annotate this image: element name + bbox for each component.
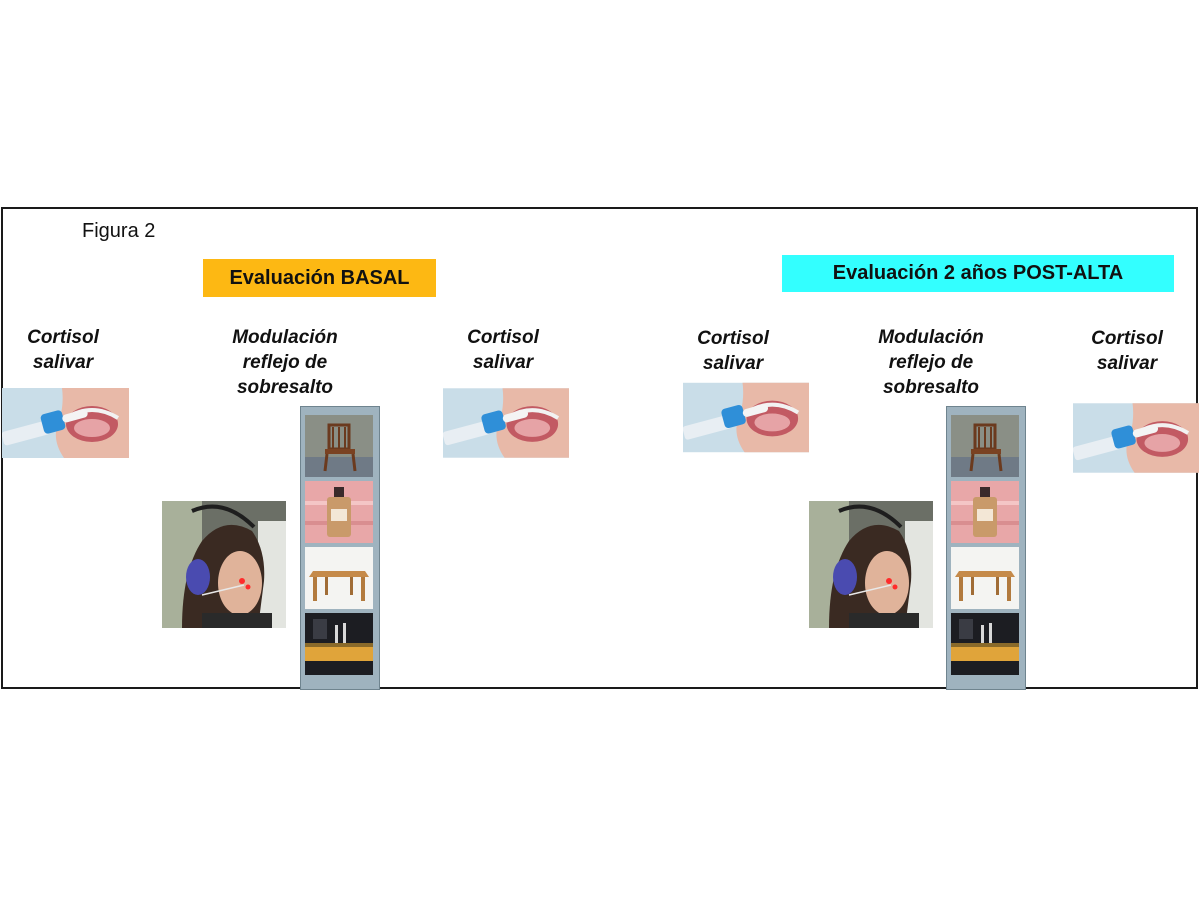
stimulus-strip [946, 406, 1026, 690]
table-image [951, 547, 1019, 609]
step-caption-cortisol-basal-2: Cortisol salivar [467, 327, 539, 373]
step-caption-startle-basal: Modulación reflejo de sobresalto [232, 327, 338, 398]
step-caption-cortisol-post-2: Cortisol salivar [1091, 328, 1163, 374]
saliva-swab-icon [1073, 403, 1199, 473]
step-caption-startle-post: Modulación reflejo de sobresalto [878, 327, 984, 398]
stimulus-strip [300, 406, 380, 690]
chair-icon [305, 415, 373, 477]
table-image [305, 547, 373, 609]
bottle-image [951, 481, 1019, 543]
bottle-icon [305, 481, 373, 543]
figure-label: Figura 2 [82, 220, 156, 242]
step-caption-cortisol-basal-1: Cortisol salivar [27, 327, 99, 373]
chair-image [951, 415, 1019, 477]
table-icon [951, 547, 1019, 609]
participant-headphones-photo [162, 501, 286, 628]
saliva-swab-icon [443, 388, 569, 458]
participant-headphones-icon [162, 501, 286, 628]
phase-banner-basal: Evaluación BASAL [203, 259, 436, 297]
participant-headphones-icon [809, 501, 933, 628]
saliva-swab-photo [1073, 403, 1199, 473]
phase-banner-post: Evaluación 2 años POST-ALTA [782, 255, 1174, 292]
bar-scene-icon [305, 613, 373, 675]
step-caption-cortisol-post-1: Cortisol salivar [697, 328, 769, 374]
bottle-icon [951, 481, 1019, 543]
chair-image [305, 415, 373, 477]
saliva-swab-icon [683, 382, 809, 453]
participant-headphones-photo [809, 501, 933, 628]
bar-scene-image [305, 613, 373, 675]
bottle-image [305, 481, 373, 543]
table-icon [305, 547, 373, 609]
bar-scene-icon [951, 613, 1019, 675]
saliva-swab-photo [443, 388, 569, 458]
saliva-swab-photo [683, 382, 809, 453]
bar-scene-image [951, 613, 1019, 675]
saliva-swab-icon [2, 388, 129, 458]
saliva-swab-photo [2, 388, 129, 458]
chair-icon [951, 415, 1019, 477]
